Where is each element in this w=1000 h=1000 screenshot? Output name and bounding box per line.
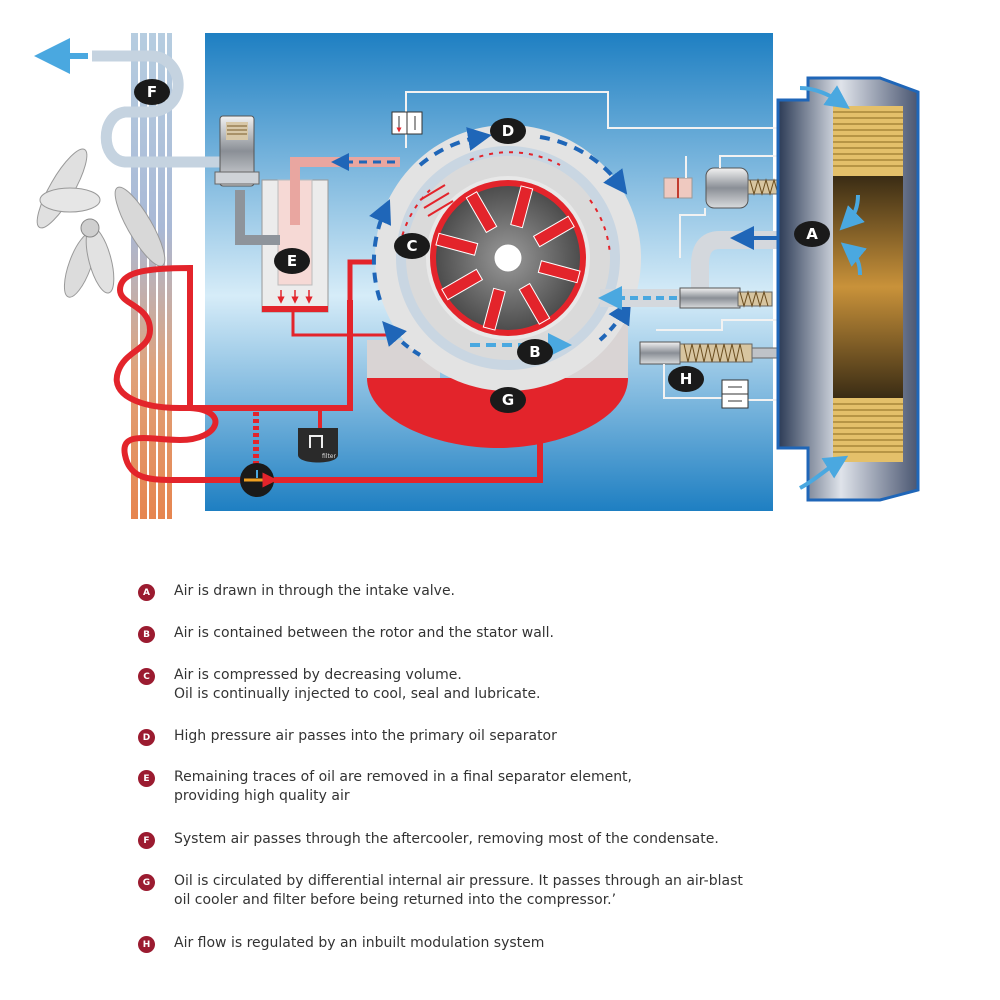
- pilot-valve-icon: [391, 111, 423, 135]
- legend-line: Air is contained between the rotor and t…: [174, 625, 555, 641]
- legend-item-c: C Air is compressed by decreasing volume.…: [138, 666, 541, 704]
- legend-marker: A: [138, 584, 155, 601]
- callout-f: F: [134, 79, 170, 105]
- solenoid-valve-icon: [721, 379, 749, 409]
- oil-cooler-circuit: [113, 264, 353, 411]
- oil-sump: [367, 378, 628, 448]
- legend-marker: H: [138, 936, 155, 953]
- legend-text: High pressure air passes into the primar…: [174, 727, 557, 746]
- compressor-diagram: filter: [34, 33, 920, 519]
- callout-g: G: [490, 387, 526, 413]
- legend-marker: B: [138, 626, 155, 643]
- svg-text:G: G: [502, 391, 514, 409]
- legend-item-d: D High pressure air passes into the prima…: [138, 727, 557, 746]
- legend-text: Oil is circulated by differential intern…: [174, 872, 743, 910]
- legend-line: High pressure air passes into the primar…: [174, 728, 557, 744]
- legend-item-h: H Air flow is regulated by an inbuilt mod…: [138, 934, 544, 953]
- air-flow-arrows: [369, 127, 632, 357]
- svg-text:F: F: [147, 83, 157, 101]
- svg-text:H: H: [680, 370, 693, 388]
- callout-b: B: [517, 339, 553, 365]
- legend-item-f: F System air passes through the aftercool…: [138, 830, 719, 849]
- legend-marker: F: [138, 832, 155, 849]
- legend-line: Air is compressed by decreasing volume.: [174, 667, 462, 683]
- legend-text: System air passes through the aftercoole…: [174, 830, 719, 849]
- svg-text:B: B: [529, 343, 540, 361]
- svg-text:C: C: [406, 237, 417, 255]
- svg-text:D: D: [502, 122, 514, 140]
- oil-cooler-coils: [121, 405, 543, 483]
- legend-marker: C: [138, 668, 155, 685]
- legend-item-g: G Oil is circulated by differential inter…: [138, 872, 743, 910]
- pressure-regulator: [663, 167, 785, 209]
- control-lines: [405, 91, 778, 401]
- fan-icon: [36, 148, 166, 298]
- legend-text: Air is contained between the rotor and t…: [174, 624, 554, 643]
- legend-text: Remaining traces of oil are removed in a…: [174, 768, 632, 806]
- callout-h: H: [668, 366, 704, 392]
- separator-outlet-pipe: [235, 190, 280, 245]
- legend-line: Oil is continually injected to cool, sea…: [174, 686, 541, 702]
- legend-line: Remaining traces of oil are removed in a…: [174, 769, 633, 785]
- legend-marker: D: [138, 729, 155, 746]
- electric-motor: [776, 76, 920, 502]
- callout-c: C: [394, 233, 430, 259]
- callout-e: E: [274, 248, 310, 274]
- legend-item-e: E Remaining traces of oil are removed in …: [138, 768, 632, 806]
- legend-text: Air flow is regulated by an inbuilt modu…: [174, 934, 544, 953]
- legend-marker: G: [138, 874, 155, 891]
- legend-line: System air passes through the aftercoole…: [174, 831, 719, 847]
- rotor: [430, 180, 586, 336]
- aftercooler-air-pipe: [92, 50, 236, 168]
- intake-valve: [679, 287, 773, 309]
- svg-text:E: E: [287, 252, 297, 270]
- legend-item-b: B Air is contained between the rotor and …: [138, 624, 554, 643]
- oil-filter: filter: [298, 428, 338, 463]
- legend-text: Air is compressed by decreasing volume. O…: [174, 666, 541, 704]
- svg-text:A: A: [806, 225, 818, 243]
- legend-line: Oil is circulated by differential intern…: [174, 873, 743, 889]
- minimum-pressure-valve: [214, 115, 260, 187]
- legend-line: Air is drawn in through the intake valve…: [174, 583, 456, 599]
- legend-marker: E: [138, 770, 155, 787]
- legend-text: Air is drawn in through the intake valve…: [174, 582, 455, 601]
- legend-line: oil cooler and filter before being retur…: [174, 892, 617, 908]
- intake-pipe: [600, 231, 780, 307]
- modulation-valve: [639, 341, 789, 365]
- legend-line: Air flow is regulated by an inbuilt modu…: [174, 935, 545, 951]
- callout-a: A: [794, 221, 830, 247]
- oil-injector: [419, 184, 454, 217]
- legend-item-a: A Air is drawn in through the intake valv…: [138, 582, 455, 601]
- thermostatic-valve: [240, 463, 278, 497]
- svg-text:filter: filter: [322, 453, 336, 460]
- legend-line: providing high quality air: [174, 788, 350, 804]
- callout-d: D: [490, 118, 526, 144]
